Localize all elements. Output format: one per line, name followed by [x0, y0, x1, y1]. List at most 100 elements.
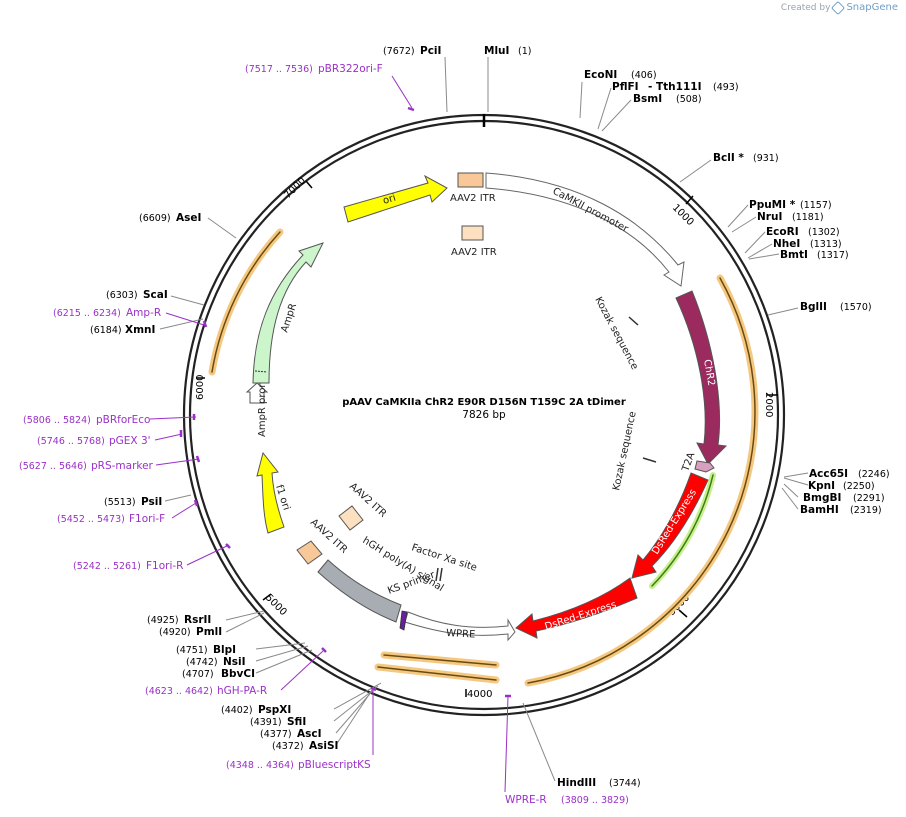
- site-bsmi[interactable]: BsmI (508): [633, 93, 702, 105]
- tick-label-4000: 4000: [467, 689, 492, 700]
- primer-amp-r[interactable]: (6215 .. 6234) Amp-R: [53, 307, 161, 319]
- site-bcli-name: BclI *: [713, 152, 744, 164]
- kozak-2-label: Kozak sequence: [611, 410, 639, 491]
- feature-aav2-itr-top2[interactable]: AAV2 ITR: [451, 225, 497, 258]
- feature-chr2[interactable]: ChR2: [675, 290, 728, 465]
- primer-f1ori-f[interactable]: (5452 .. 5473) F1ori-F: [57, 513, 165, 525]
- site-rsrii-name: RsrII: [184, 614, 211, 626]
- feature-ampr[interactable]: AmpR: [252, 242, 324, 384]
- ampr-label: AmpR: [279, 302, 299, 334]
- site-asci[interactable]: (4377) AscI: [260, 728, 322, 740]
- site-hindiii-pos: (3744): [609, 778, 641, 789]
- primer-pbrforeco-pos: (5806 .. 5824): [23, 415, 91, 426]
- site-rsrii-pos: (4925): [147, 615, 179, 626]
- site-nsii-name: NsiI: [223, 656, 246, 668]
- primer-prs-marker-name: pRS-marker: [91, 460, 154, 472]
- site-bmgbi[interactable]: BmgBI (2291): [803, 492, 885, 504]
- feature-f1-ori[interactable]: f1 ori: [256, 451, 292, 534]
- site-xmni-name: XmnI: [125, 324, 155, 336]
- site-pspxi[interactable]: (4402) PspXI: [221, 704, 291, 716]
- site-nrui-name: NruI: [757, 211, 782, 223]
- plasmid-length: 7826 bp: [462, 409, 506, 421]
- site-pcii[interactable]: (7672) PciI: [383, 45, 441, 57]
- site-rsrii[interactable]: (4925) RsrII: [147, 614, 211, 626]
- site-kpni[interactable]: KpnI (2250): [808, 480, 875, 492]
- site-nrui[interactable]: NruI (1181): [757, 211, 824, 223]
- tick-marks: [196, 180, 778, 697]
- site-bamhi-pos: (2319): [850, 505, 882, 516]
- site-econi[interactable]: EcoNI (406): [584, 69, 657, 81]
- site-ppumi[interactable]: PpuMI * (1157): [749, 199, 832, 211]
- chr2-label: ChR2: [701, 359, 716, 387]
- feature-ampr-promoter[interactable]: AmpR promoter: [245, 357, 269, 437]
- site-scai[interactable]: (6303) ScaI: [106, 289, 168, 301]
- feature-ori[interactable]: ori: [343, 174, 448, 223]
- site-acc65i-name: Acc65I: [809, 468, 848, 480]
- site-psii[interactable]: (5513) PsiI: [104, 496, 162, 508]
- site-bmgbi-name: BmgBI: [803, 492, 841, 504]
- site-pflfi[interactable]: PflFI - Tth111I (493): [612, 81, 739, 93]
- primer-f1ori-r[interactable]: (5242 .. 5261) F1ori-R: [73, 560, 183, 572]
- site-bglii[interactable]: BglII (1570): [800, 301, 872, 313]
- primer-amp-r-pos: (6215 .. 6234): [53, 308, 121, 319]
- site-ecori[interactable]: EcoRI (1302): [766, 226, 840, 238]
- site-bmti[interactable]: BmtI (1317): [780, 249, 849, 261]
- site-ppumi-pos: (1157): [800, 200, 832, 211]
- primer-pgex3-pos: (5746 .. 5768): [37, 436, 105, 447]
- site-leader-lines: [159, 56, 809, 782]
- primer-amp-r-name: Amp-R: [126, 307, 161, 319]
- site-bmti-name: BmtI: [780, 249, 808, 261]
- orange-arcs: [208, 228, 759, 687]
- feature-aav2-itr-b1[interactable]: AAV2 ITR: [296, 517, 349, 565]
- feature-wpre[interactable]: WPRE: [404, 611, 516, 642]
- site-mlui-pos: (1): [518, 46, 531, 57]
- site-nhei[interactable]: NheI (1313): [773, 238, 842, 250]
- feature-camkii-promoter[interactable]: CaMKII promoter: [485, 172, 685, 287]
- site-mlui[interactable]: MluI (1): [484, 45, 531, 57]
- site-nsii[interactable]: (4742) NsiI: [186, 656, 246, 668]
- site-bbvci-name: BbvCI: [221, 668, 255, 680]
- site-scai-pos: (6303): [106, 290, 138, 301]
- feature-dsred-2[interactable]: DsRed-Express: [515, 577, 638, 639]
- site-sfii[interactable]: (4391) SfiI: [250, 716, 306, 728]
- site-acc65i-pos: (2246): [858, 469, 890, 480]
- site-pmli-name: PmlI: [196, 626, 222, 638]
- site-bamhi-name: BamHI: [800, 504, 839, 516]
- site-ecori-name: EcoRI: [766, 226, 799, 238]
- plasmid-name: pAAV CaMKIIa ChR2 E90R D156N T159C 2A tD…: [342, 397, 626, 408]
- site-bbvci[interactable]: (4707) BbvCI: [182, 668, 255, 680]
- site-bbvci-pos: (4707): [182, 669, 214, 680]
- primer-wpre-r-name: WPRE-R: [505, 794, 547, 806]
- site-acc65i[interactable]: Acc65I (2246): [809, 468, 890, 480]
- primer-pbr322ori-f-name: pBR322ori-F: [318, 63, 383, 75]
- primer-wpre-r[interactable]: WPRE-R (3809 .. 3829): [505, 794, 629, 806]
- feature-aav2-itr-b2[interactable]: AAV2 ITR: [338, 481, 388, 531]
- site-pmli[interactable]: (4920) PmlI: [159, 626, 222, 638]
- site-pcii-name: PciI: [420, 45, 441, 57]
- site-bglii-name: BglII: [800, 301, 827, 313]
- site-econi-name: EcoNI: [584, 69, 617, 81]
- site-asei[interactable]: (6609) AseI: [139, 212, 201, 224]
- feature-aav2-itr-top[interactable]: AAV2 ITR: [450, 172, 496, 204]
- primer-pbrforeco[interactable]: (5806 .. 5824) pBRforEco: [23, 414, 150, 426]
- feature-kozak-2: Kozak sequence: [611, 410, 657, 492]
- primer-pgex3-name: pGEX 3': [109, 435, 151, 447]
- site-bamhi[interactable]: BamHI (2319): [800, 504, 882, 516]
- site-blpi[interactable]: (4751) BlpI: [176, 644, 236, 656]
- site-pmli-pos: (4920): [159, 627, 191, 638]
- primer-leader-lines: [149, 75, 509, 793]
- primer-pgex3[interactable]: (5746 .. 5768) pGEX 3': [37, 435, 151, 447]
- primer-pbluescriptks[interactable]: (4348 .. 4364) pBluescriptKS: [226, 759, 371, 771]
- site-asisi[interactable]: (4372) AsiSI: [272, 740, 338, 752]
- primer-pbr322ori-f[interactable]: (7517 .. 7536) pBR322ori-F: [245, 63, 383, 75]
- primer-prs-marker-pos: (5627 .. 5646): [19, 461, 87, 472]
- site-bcli[interactable]: BclI * (931): [713, 152, 779, 164]
- site-xmni[interactable]: (6184) XmnI: [90, 324, 155, 336]
- site-bsmi-pos: (508): [676, 94, 702, 105]
- site-hindiii[interactable]: HindIII (3744): [557, 777, 641, 789]
- primer-hgh-pa-r[interactable]: (4623 .. 4642) hGH-PA-R: [145, 685, 267, 697]
- primer-prs-marker[interactable]: (5627 .. 5646) pRS-marker: [19, 460, 154, 472]
- primer-pbluescriptks-name: pBluescriptKS: [298, 759, 371, 771]
- site-asisi-pos: (4372): [272, 741, 304, 752]
- site-psii-pos: (5513): [104, 497, 136, 508]
